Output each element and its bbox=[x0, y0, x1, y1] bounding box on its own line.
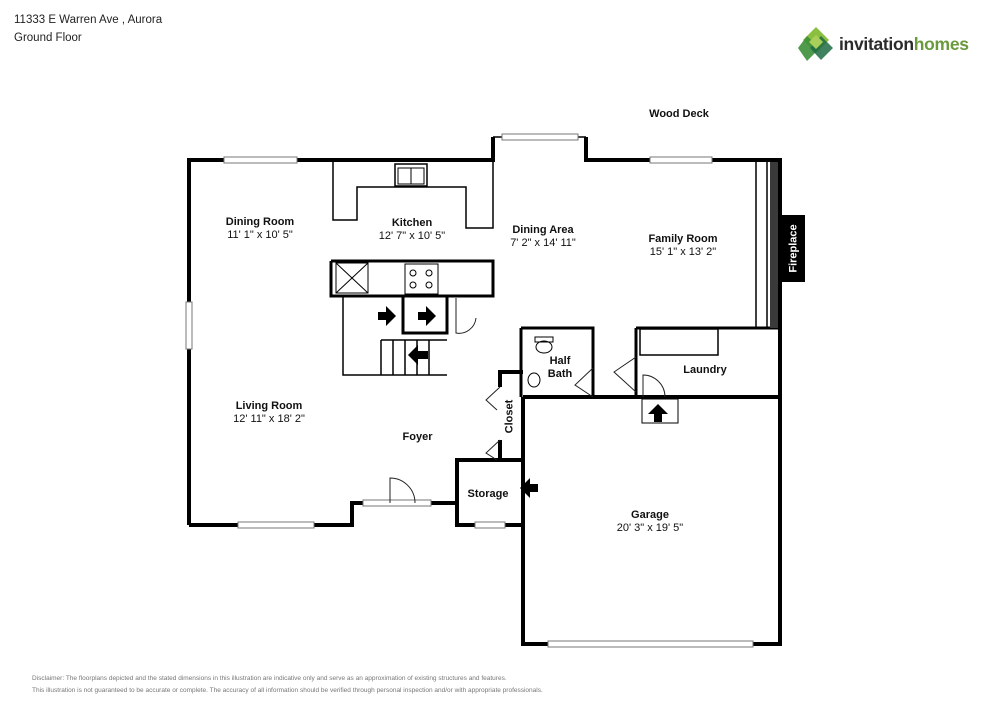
garage-step bbox=[641, 398, 679, 424]
door-swings bbox=[389, 298, 666, 504]
room-label-wood-deck: Wood Deck bbox=[649, 108, 709, 120]
stair-arrow-icon bbox=[378, 306, 396, 326]
logo-mark-icon bbox=[798, 27, 833, 61]
address-text: 11333 E Warren Ave , Aurora bbox=[14, 14, 163, 26]
kitchen-fixtures bbox=[335, 167, 439, 295]
disclaimer-line-1: Disclaimer: The floorplans depicted and … bbox=[32, 675, 507, 682]
window bbox=[649, 156, 713, 164]
room-label-closet: Closet bbox=[503, 399, 516, 434]
logo-word-invitation: invitation bbox=[839, 34, 914, 54]
room-label-half-bath: Half Bath bbox=[547, 355, 573, 380]
room-walls bbox=[329, 259, 780, 397]
front-door-swing bbox=[389, 477, 416, 504]
stair-arrow-icon bbox=[408, 345, 428, 365]
stair-arrows bbox=[378, 306, 668, 498]
exterior-walls bbox=[187, 137, 782, 646]
garage-door bbox=[547, 640, 754, 648]
room-label-storage: Storage bbox=[467, 488, 509, 500]
fireplace-hearth bbox=[770, 162, 778, 328]
laundry-door-swing bbox=[613, 356, 637, 393]
fireplace-block bbox=[780, 215, 805, 282]
front-door-sidelights bbox=[362, 499, 432, 507]
window bbox=[474, 521, 506, 529]
entry-arrow-icon bbox=[520, 478, 538, 498]
closet-door-swing-bottom bbox=[485, 439, 501, 461]
window bbox=[501, 133, 579, 141]
invitation-homes-logo: invitationhomes bbox=[798, 26, 980, 62]
room-label-foyer: Foyer bbox=[402, 431, 433, 443]
bath-fixtures bbox=[527, 336, 554, 388]
closet-door-swing-top bbox=[485, 386, 501, 411]
entry-arrow-icon bbox=[648, 404, 668, 422]
disclaimer-line-2: This illustration is not guaranteed to b… bbox=[32, 687, 543, 694]
windows bbox=[185, 133, 754, 648]
floor-label: Ground Floor bbox=[14, 32, 82, 44]
pantry-door-swing bbox=[455, 298, 477, 334]
logo-word-homes: homes bbox=[913, 34, 969, 54]
garage-entry-door-swing bbox=[642, 374, 666, 398]
window bbox=[185, 301, 193, 350]
bath-sink-icon bbox=[527, 372, 541, 388]
stair-arrow-icon bbox=[418, 306, 436, 326]
bath-door-swing bbox=[574, 367, 594, 398]
window bbox=[237, 521, 315, 529]
window bbox=[223, 156, 298, 164]
toilet-icon bbox=[535, 340, 553, 354]
room-label-laundry: Laundry bbox=[683, 364, 727, 376]
room-label-fireplace: Fireplace bbox=[787, 224, 800, 273]
stove-icon bbox=[404, 263, 439, 295]
